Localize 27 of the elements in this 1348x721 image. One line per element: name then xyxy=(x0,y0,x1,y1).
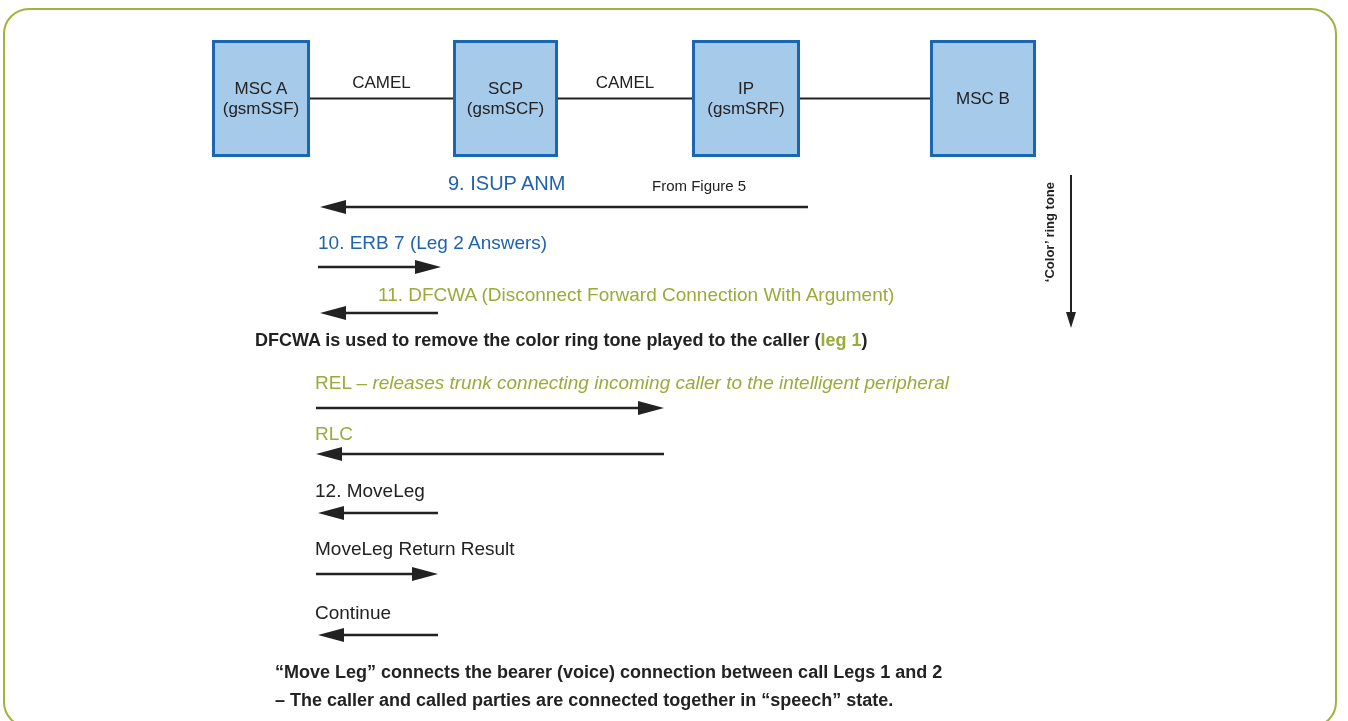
message-label: 12. MoveLeg xyxy=(315,480,425,502)
note-text: From Figure 5 xyxy=(652,177,747,194)
message-label: MoveLeg Return Result xyxy=(315,538,515,560)
message-label: RLC xyxy=(315,423,353,445)
node-text: IP xyxy=(737,78,755,99)
node-text: (gsmSSF) xyxy=(222,98,300,119)
note-text: DFCWA is used to remove the color ring tone played to the caller (leg 1) xyxy=(255,330,868,351)
process-box xyxy=(212,40,310,157)
node-text: MSC B xyxy=(956,88,1010,109)
note-text: – The caller and called parties are connected together in “speech” state. xyxy=(275,690,894,711)
connector-line xyxy=(309,97,454,100)
message-label: 9. ISUP ANM xyxy=(448,172,566,195)
message-label: Continue xyxy=(315,602,392,624)
node-text: (gsmSRF) xyxy=(707,98,785,119)
connector-line xyxy=(799,97,931,100)
process-box xyxy=(692,40,800,157)
message-label: 11. DFCWA (Disconnect Forward Connection With Argument) xyxy=(378,284,895,306)
connector-line xyxy=(557,97,693,100)
message-label: 10. ERB 7 (Leg 2 Answers) xyxy=(318,232,548,254)
node-text: (gsmSCF) xyxy=(466,98,545,119)
process-box xyxy=(453,40,558,157)
note-text: “Move Leg” connects the bearer (voice) connection between call Legs 1 and 2 xyxy=(275,662,943,683)
node-text: SCP xyxy=(488,78,523,99)
side-label: ‘Color’ ring tone xyxy=(1042,182,1057,283)
message-label: REL – releases trunk connecting incoming caller to the intelligent peripheral xyxy=(315,372,950,394)
process-box xyxy=(930,40,1036,157)
node-text: MSC A xyxy=(234,78,288,99)
